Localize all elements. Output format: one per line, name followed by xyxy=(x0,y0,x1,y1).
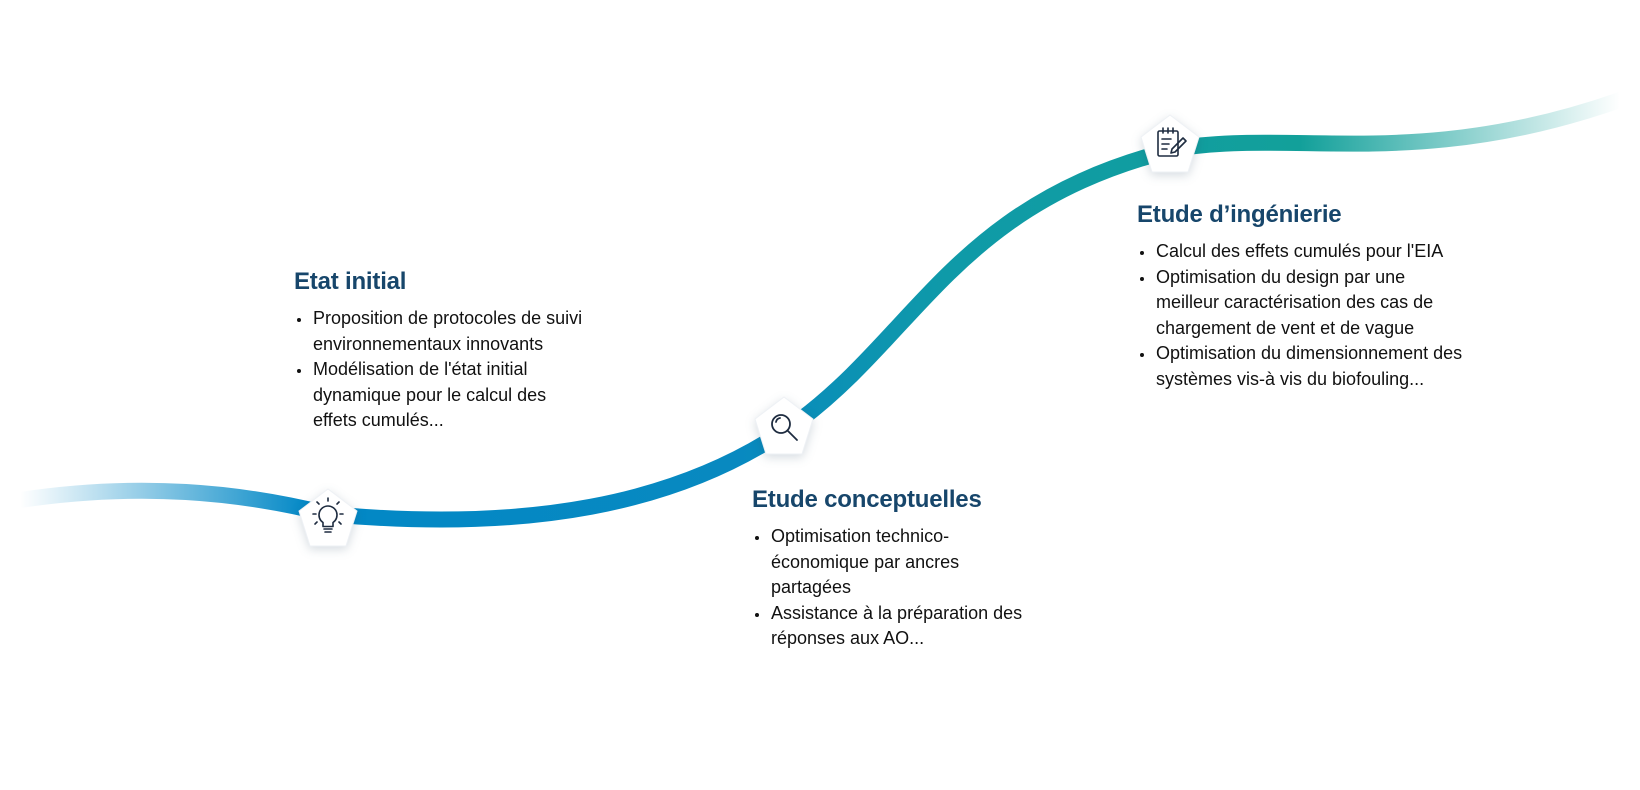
list-item: Optimisation technico-économique par anc… xyxy=(770,524,1001,601)
list-item: Optimisation du dimensionnement des syst… xyxy=(1155,341,1487,392)
stage-etude-conceptuelles: Etude conceptuelles Optimisation technic… xyxy=(752,486,1052,652)
lightbulb-icon xyxy=(298,488,358,547)
magnifier-icon xyxy=(754,396,814,455)
stage-title: Etude conceptuelles xyxy=(752,486,982,513)
stage-1-icon-badge xyxy=(296,486,360,550)
stage-3-icon-badge xyxy=(1138,112,1202,176)
checklist-pencil-icon xyxy=(1140,114,1200,173)
stage-title: Etude d’ingénierie xyxy=(1137,201,1342,228)
list-item: Assistance à la préparation des réponses… xyxy=(770,601,1052,652)
stage-bullet-list: Proposition de protocoles de suivi envir… xyxy=(294,306,584,434)
list-item: Optimisation du design par une meilleur … xyxy=(1155,265,1461,342)
list-item: Calcul des effets cumulés pour l'EIA xyxy=(1155,239,1487,265)
list-item: Modélisation de l'état initial dynamique… xyxy=(312,357,584,434)
list-item: Proposition de protocoles de suivi envir… xyxy=(312,306,584,357)
stage-etude-ingenierie: Etude d’ingénierie Calcul des effets cum… xyxy=(1137,201,1487,392)
stage-bullet-list: Calcul des effets cumulés pour l'EIA Opt… xyxy=(1137,239,1487,392)
stage-title: Etat initial xyxy=(294,268,407,295)
stage-bullet-list: Optimisation technico-économique par anc… xyxy=(752,524,1052,652)
stage-etat-initial: Etat initial Proposition de protocoles d… xyxy=(294,268,584,434)
timeline-path xyxy=(12,92,1628,528)
stage-2-icon-badge xyxy=(752,394,816,458)
